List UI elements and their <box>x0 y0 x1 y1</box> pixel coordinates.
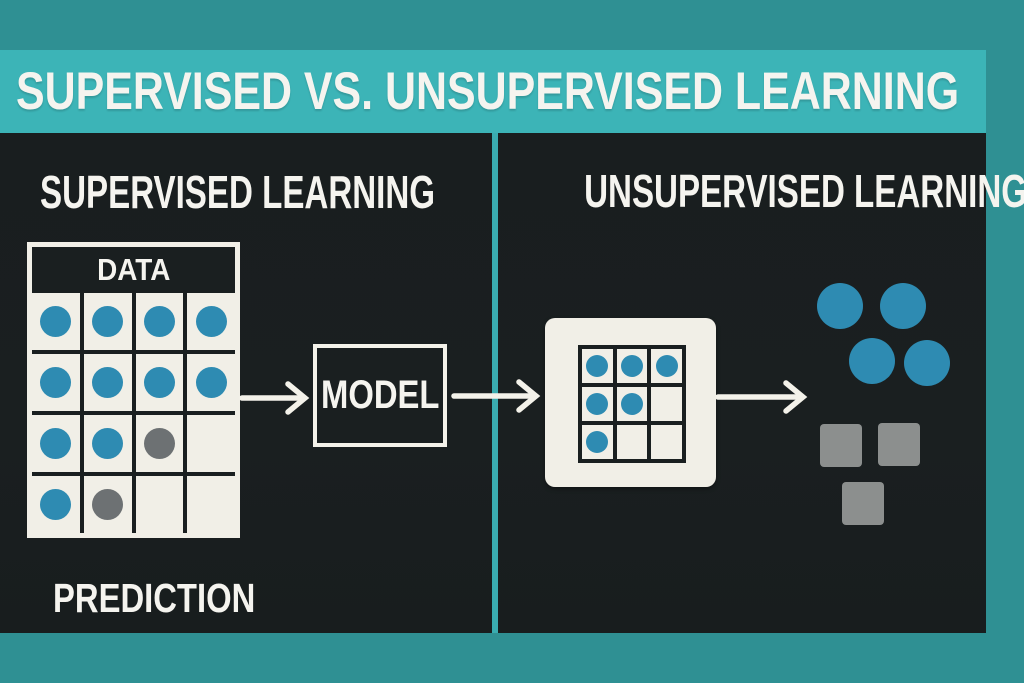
grid-cell <box>135 293 184 350</box>
grid-cell <box>582 387 613 421</box>
grid-cell <box>651 387 682 421</box>
grid-cell <box>32 476 80 533</box>
cluster-gray-square <box>820 424 862 467</box>
grid-cell <box>187 476 235 533</box>
cluster-blue-circle <box>849 338 895 384</box>
grid-cell <box>135 354 184 411</box>
title-bar: SUPERVISED VS. UNSUPERVISED LEARNING <box>0 50 986 133</box>
page-title: SUPERVISED VS. UNSUPERVISED LEARNING <box>16 62 960 121</box>
data-table: DATA <box>27 242 240 538</box>
grid-cell <box>651 349 682 383</box>
model-label: MODEL <box>320 373 440 417</box>
blue-dot <box>40 367 72 398</box>
grid-cell <box>32 415 80 472</box>
prediction-label: PREDICTION <box>53 575 256 621</box>
blue-dot <box>40 489 72 520</box>
grid-cell <box>135 476 184 533</box>
data-table-header: DATA <box>32 247 235 293</box>
gray-dot <box>143 428 175 459</box>
blue-dot <box>143 367 175 398</box>
cluster-blue-circle <box>817 283 863 329</box>
unlabeled-data-grid <box>578 345 686 463</box>
grid-cell <box>83 415 132 472</box>
blue-dot <box>620 393 643 415</box>
grid-cell <box>83 476 132 533</box>
grid-cell <box>187 415 235 472</box>
data-table-label: DATA <box>96 252 171 287</box>
blue-dot <box>586 355 609 377</box>
grid-cell <box>83 293 132 350</box>
cluster-gray-square <box>842 482 884 525</box>
supervised-heading: SUPERVISED LEARNING <box>40 166 436 218</box>
blue-dot <box>40 306 72 337</box>
grid-cell <box>187 293 235 350</box>
grid-cell <box>187 354 235 411</box>
cluster-blue-circle <box>904 340 950 386</box>
grid-cell <box>616 349 648 383</box>
blue-dot <box>195 306 227 337</box>
gray-dot <box>92 489 124 520</box>
panel-divider <box>492 133 498 633</box>
blue-dot <box>92 306 124 337</box>
cluster-blue-circle <box>880 283 926 329</box>
unsupervised-heading: UNSUPERVISED LEARNING <box>584 165 1024 217</box>
grid-cell <box>32 354 80 411</box>
grid-cell <box>616 387 648 421</box>
grid-cell <box>135 415 184 472</box>
blue-dot <box>586 393 609 415</box>
unlabeled-data-card <box>545 318 716 487</box>
blue-dot <box>143 306 175 337</box>
grid-cell <box>582 349 613 383</box>
blue-dot <box>655 355 678 377</box>
grid-cell <box>83 354 132 411</box>
blue-dot <box>586 431 609 453</box>
blue-dot <box>92 367 124 398</box>
model-box: MODEL <box>313 344 447 447</box>
grid-cell <box>616 425 648 459</box>
grid-cell <box>651 425 682 459</box>
cluster-gray-square <box>878 423 920 466</box>
blue-dot <box>195 367 227 398</box>
grid-cell <box>32 293 80 350</box>
blue-dot <box>92 428 124 459</box>
data-table-body <box>32 293 235 533</box>
blue-dot <box>620 355 643 377</box>
grid-cell <box>582 425 613 459</box>
blue-dot <box>40 428 72 459</box>
